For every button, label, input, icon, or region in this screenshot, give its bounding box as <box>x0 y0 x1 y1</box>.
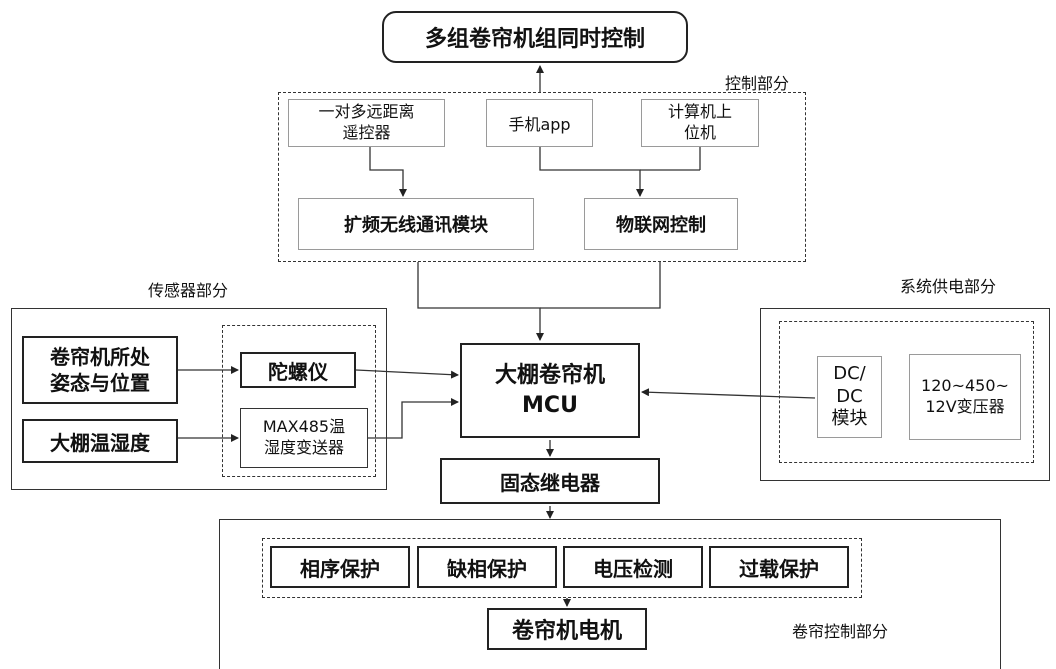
control-section-title: 控制部分 <box>725 74 790 93</box>
temp-humidity-transmitter-box: MAX485温 湿度变送器 <box>240 408 368 468</box>
greenhouse-temp-humidity-box: 大棚温湿度 <box>22 419 178 463</box>
posture-position-box: 卷帘机所处 姿态与位置 <box>22 336 178 404</box>
top-control-box: 多组卷帘机组同时控制 <box>382 11 688 63</box>
arrow-dcdc-to-mcu <box>641 388 816 399</box>
iot-control-box: 物联网控制 <box>584 198 738 250</box>
wireless-module-box: 扩频无线通讯模块 <box>298 198 534 250</box>
arrow-remote-to-wireless <box>369 146 407 197</box>
mobile-app-box: 手机app <box>486 99 593 147</box>
arrow-wireless-to-mcu <box>417 262 544 341</box>
protections-frame <box>262 538 862 598</box>
arrow-transmitter-to-mcu <box>368 398 459 439</box>
remote-control-box: 一对多远距离 遥控器 <box>288 99 445 147</box>
mcu-box: 大棚卷帘机 MCU <box>460 343 640 438</box>
shutter-section-title: 卷帘控制部分 <box>792 622 889 641</box>
overload-protection-box: 过载保护 <box>709 546 849 588</box>
shutter-section-frame <box>219 519 1001 669</box>
control-section-frame <box>278 92 806 262</box>
power-inner-frame <box>779 321 1034 463</box>
solid-state-relay-box: 固态继电器 <box>440 458 660 504</box>
arrow-app-to-iot <box>539 146 644 197</box>
gyroscope-box: 陀螺仪 <box>240 352 356 388</box>
power-section-title: 系统供电部分 <box>900 277 997 296</box>
arrow-gyro-to-mcu <box>355 369 459 379</box>
arrow-iot-to-mcu <box>540 262 661 309</box>
sensor-section-frame <box>11 308 387 490</box>
phase-loss-protection-box: 缺相保护 <box>417 546 557 588</box>
phase-sequence-protection-box: 相序保护 <box>270 546 410 588</box>
host-computer-box: 计算机上 位机 <box>641 99 759 147</box>
sensor-section-title: 传感器部分 <box>148 281 229 300</box>
transformer-box: 120~450~ 12V变压器 <box>909 354 1021 440</box>
voltage-detection-box: 电压检测 <box>563 546 703 588</box>
shutter-motor-box: 卷帘机电机 <box>487 608 647 650</box>
sensor-inner-frame <box>222 325 376 477</box>
power-section-frame <box>760 308 1050 481</box>
dcdc-module-box: DC/ DC 模块 <box>817 356 882 438</box>
